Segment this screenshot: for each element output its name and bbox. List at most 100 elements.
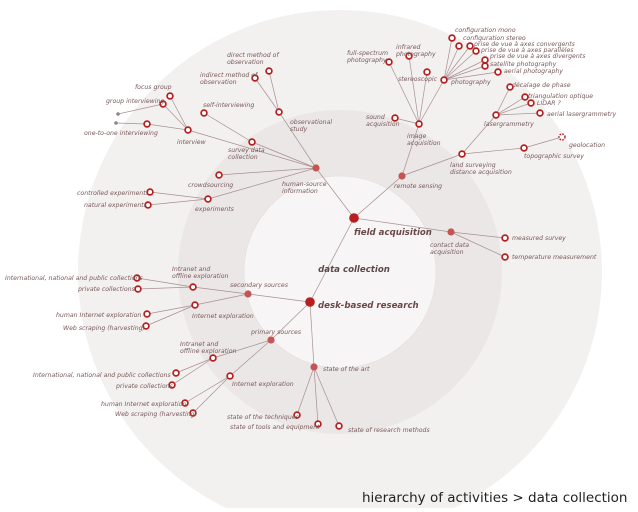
node-field[interactable]	[349, 213, 359, 223]
node-lidar[interactable]	[527, 99, 535, 107]
node-pri_intranet[interactable]	[209, 354, 217, 362]
node-controlled[interactable]	[146, 188, 154, 196]
node-experiments[interactable]	[204, 195, 212, 203]
node-p_intl[interactable]	[172, 369, 180, 377]
edge-interview-onetoone	[146, 123, 189, 131]
edge-experiments-controlled	[149, 191, 209, 200]
label-cstereo: configuration stereo	[463, 34, 526, 42]
label-geoloc: geolocation	[569, 141, 605, 149]
node-contact[interactable]	[447, 228, 455, 236]
node-cstereo[interactable]	[455, 42, 463, 50]
label-s-intl: International, national and public colle…	[5, 274, 143, 282]
edge-pri_intranet-p_intl	[175, 357, 214, 374]
node-human[interactable]	[312, 164, 320, 172]
edge-field-desk	[309, 217, 355, 303]
label-interview: interview	[177, 138, 207, 146]
edge-pri_intranet-p_priv	[171, 357, 214, 386]
edge-field-remote	[353, 175, 403, 219]
label-desk: desk-based research	[318, 301, 419, 311]
node-s_intl[interactable]	[133, 274, 141, 282]
node-s_priv[interactable]	[134, 285, 142, 293]
node-pri_internet[interactable]	[226, 372, 234, 380]
edge-sec_intranet-s_intl	[136, 277, 194, 288]
node-natural[interactable]	[144, 201, 152, 209]
label-lidar: LIDAR ?	[537, 100, 562, 107]
label-ppar: prise de vue à axes parallèles	[480, 46, 574, 54]
node-self[interactable]	[200, 109, 208, 117]
node-groupint[interactable]	[159, 100, 167, 108]
edge-photography-sat	[443, 65, 486, 81]
node-secondary[interactable]	[244, 290, 252, 298]
node-fullspec[interactable]	[385, 58, 393, 66]
node-pdiv[interactable]	[481, 56, 489, 64]
label-temp: temperature measurement	[512, 253, 597, 261]
node-remote[interactable]	[398, 172, 406, 180]
edge-topo-geoloc	[523, 136, 563, 149]
node-temp[interactable]	[501, 253, 509, 261]
node-s_web[interactable]	[142, 322, 150, 330]
node-indirect[interactable]	[251, 74, 259, 82]
node-observational[interactable]	[275, 108, 283, 116]
edge-pri_internet-p_web	[192, 375, 231, 414]
node-aeriall[interactable]	[536, 109, 544, 117]
node-topo[interactable]	[520, 144, 528, 152]
node-sec_internet[interactable]	[191, 301, 199, 309]
edge-photography-ppar	[443, 50, 477, 81]
label-cmono: configuration mono	[455, 26, 516, 34]
node-desk[interactable]	[305, 297, 315, 307]
node-sound[interactable]	[391, 114, 399, 122]
node-photography[interactable]	[440, 76, 448, 84]
node-measured[interactable]	[501, 234, 509, 242]
node-direct[interactable]	[265, 67, 273, 75]
label-natural: natural experiments	[84, 201, 148, 209]
node-sec_intranet[interactable]	[189, 283, 197, 291]
node-s_hie[interactable]	[143, 310, 151, 318]
node-focus[interactable]	[166, 92, 174, 100]
node-ppar[interactable]	[472, 47, 480, 55]
label-self: self-interviewing	[203, 101, 254, 109]
edge-field-contact	[353, 217, 452, 233]
node-onetoone[interactable]	[143, 120, 151, 128]
node-cmono[interactable]	[448, 34, 456, 42]
node-decal[interactable]	[506, 83, 514, 91]
node-laser[interactable]	[492, 111, 500, 119]
node-primary[interactable]	[267, 336, 275, 344]
node-land[interactable]	[458, 150, 466, 158]
edge-sec_intranet-s_priv	[137, 286, 194, 290]
edge-sec_internet-s_web	[145, 304, 196, 327]
node-sresearch[interactable]	[335, 422, 343, 430]
node-survey[interactable]	[248, 138, 256, 146]
node-state[interactable]	[310, 363, 318, 371]
node-p_priv[interactable]	[168, 381, 176, 389]
edge-laser-aeriall	[495, 112, 541, 116]
edge-photography-cmono	[443, 37, 453, 81]
label-onetoone: one-to-one interviewing	[84, 129, 158, 137]
node-crowd[interactable]	[215, 171, 223, 179]
label-root: data collection	[318, 265, 390, 275]
node-stereo[interactable]	[423, 68, 431, 76]
label-aeriall: aerial lasergrammetry	[547, 110, 617, 118]
edge-primary-pri_intranet	[212, 339, 272, 359]
node-geoloc[interactable]	[558, 133, 566, 141]
node-pconv[interactable]	[466, 42, 474, 50]
node-triang[interactable]	[521, 93, 529, 101]
node-stools[interactable]	[314, 420, 322, 428]
node-interview[interactable]	[184, 126, 192, 134]
node-p_web[interactable]	[189, 409, 197, 417]
node-image[interactable]	[415, 120, 423, 128]
node-stech[interactable]	[293, 411, 301, 419]
node-infrared[interactable]	[405, 52, 413, 60]
edge-interview-focus	[169, 95, 189, 131]
label-laser: lasergrammetry	[484, 120, 534, 128]
edge-image-infrared	[408, 55, 420, 125]
label-stereo: stereoscopic	[398, 75, 438, 83]
node-aerialp[interactable]	[494, 68, 502, 76]
node-p_hie[interactable]	[181, 399, 189, 407]
label-field: field acquisition	[354, 228, 432, 238]
edge-human-observational	[278, 111, 317, 169]
node-sat[interactable]	[481, 62, 489, 70]
